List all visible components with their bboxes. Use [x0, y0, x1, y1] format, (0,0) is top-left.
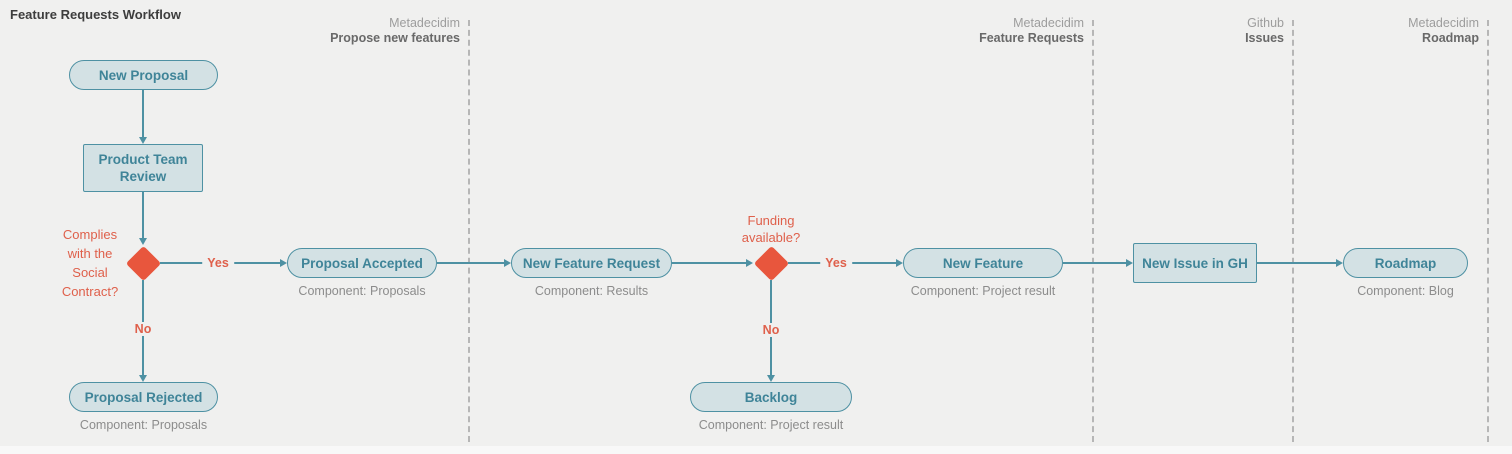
- lane-name-label: Roadmap: [1422, 31, 1479, 45]
- lane-platform-label: Metadecidim: [389, 16, 460, 30]
- connector-review-to-social-decision: [142, 192, 144, 238]
- lane-header-roadmap: Metadecidim Roadmap: [1408, 16, 1479, 46]
- bottom-strip: [0, 446, 1512, 454]
- node-proposal-rejected: Proposal Rejected: [69, 382, 218, 412]
- lane-platform-label: Metadecidim: [1408, 16, 1479, 30]
- connector-gh-issue-to-roadmap: [1257, 262, 1336, 264]
- arrowhead-new-feature: [896, 259, 903, 267]
- node-proposal-accepted: Proposal Accepted: [287, 248, 437, 278]
- lane-header-feature-requests: Metadecidim Feature Requests: [979, 16, 1084, 46]
- lane-name-label: Feature Requests: [979, 31, 1084, 45]
- lane-name-label: Propose new features: [330, 31, 460, 45]
- component-label-proposal-accepted: Component: Proposals: [298, 284, 426, 298]
- arrowhead-new-feature-request: [504, 259, 511, 267]
- lane-platform-label: Github: [1247, 16, 1284, 30]
- decision-funding-diamond: [753, 245, 790, 282]
- component-label-new-feature: Component: Project result: [910, 284, 1056, 298]
- lane-divider-1: [468, 20, 470, 442]
- connector-accepted-to-feature-request: [437, 262, 504, 264]
- edge-label-funding-no: No: [757, 323, 785, 337]
- node-product-team-review: Product Team Review: [83, 144, 203, 192]
- edge-label-funding-yes: Yes: [820, 256, 852, 270]
- lane-divider-2: [1092, 20, 1094, 442]
- component-label-proposal-rejected: Component: Proposals: [79, 418, 208, 432]
- arrowhead-proposal-accepted: [280, 259, 287, 267]
- decision-funding-label: Funding available?: [741, 213, 801, 245]
- component-label-roadmap: Component: Blog: [1357, 284, 1454, 298]
- component-label-new-feature-request: Component: Results: [534, 284, 649, 298]
- node-backlog: Backlog: [690, 382, 852, 412]
- arrowhead-roadmap: [1336, 259, 1343, 267]
- arrowhead-backlog: [767, 375, 775, 382]
- arrowhead-social-decision: [139, 238, 147, 245]
- connector-new-feature-to-gh-issue: [1063, 262, 1126, 264]
- lane-platform-label: Metadecidim: [1013, 16, 1084, 30]
- node-new-issue-gh: New Issue in GH: [1133, 243, 1257, 283]
- arrowhead-new-issue-gh: [1126, 259, 1133, 267]
- node-new-feature: New Feature: [903, 248, 1063, 278]
- node-new-proposal: New Proposal: [69, 60, 218, 90]
- decision-social-contract-label: Complies with the Social Contract?: [61, 227, 119, 299]
- lane-divider-3: [1292, 20, 1294, 442]
- page-title: Feature Requests Workflow: [10, 7, 181, 22]
- arrowhead-funding-decision: [746, 259, 753, 267]
- lane-header-propose-new-features: Metadecidim Propose new features: [330, 16, 460, 46]
- lane-header-github-issues: Github Issues: [1245, 16, 1284, 46]
- edge-label-social-yes: Yes: [202, 256, 234, 270]
- component-label-backlog: Component: Project result: [698, 418, 844, 432]
- lane-name-label: Issues: [1245, 31, 1284, 45]
- node-roadmap: Roadmap: [1343, 248, 1468, 278]
- arrowhead-review: [139, 137, 147, 144]
- arrowhead-proposal-rejected: [139, 375, 147, 382]
- edge-label-social-no: No: [129, 322, 157, 336]
- connector-feature-request-to-funding: [672, 262, 746, 264]
- connector-new-proposal-to-review: [142, 90, 144, 137]
- node-new-feature-request: New Feature Request: [511, 248, 672, 278]
- lane-divider-4: [1487, 20, 1489, 442]
